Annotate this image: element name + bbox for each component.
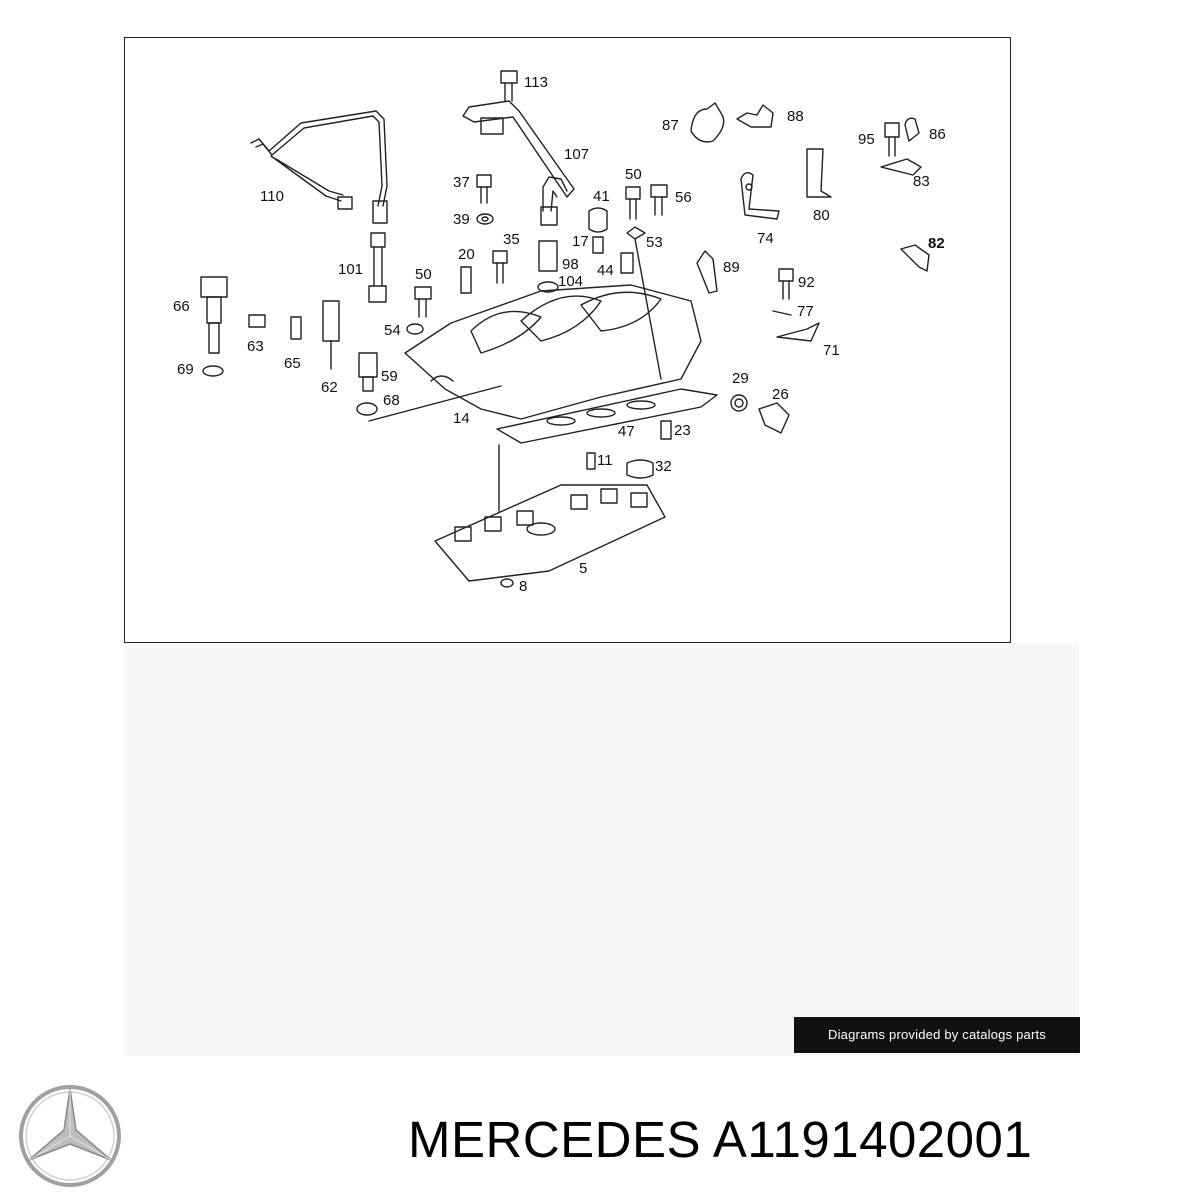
callout-68: 68 [383,392,400,409]
callout-50-top: 50 [625,166,642,183]
callout-101: 101 [338,261,363,278]
callout-39: 39 [453,211,470,228]
intake-manifold-14 [368,284,702,422]
callout-107: 107 [564,146,589,163]
brackets-74-80-82 [740,148,930,272]
parts-diagram: 113 107 87 88 95 86 110 37 50 56 83 39 4… [124,37,1011,643]
clamp-87-88 [690,102,774,143]
callout-82: 82 [928,235,945,252]
callout-86: 86 [929,126,946,143]
callout-66: 66 [173,298,190,315]
sensor-66-washer-69 [200,276,228,377]
callout-23: 23 [674,422,691,439]
gasket-47 [496,388,718,512]
callout-104: 104 [558,273,583,290]
callout-95: 95 [858,131,875,148]
callout-83: 83 [913,173,930,190]
callout-47: 47 [618,423,635,440]
callout-26: 26 [772,386,789,403]
callout-74: 74 [757,230,774,247]
bolts-50-56 [625,184,668,220]
sensor-59-washer-68 [356,352,378,416]
callout-62: 62 [321,379,338,396]
callout-71: 71 [823,342,840,359]
callout-56: 56 [675,189,692,206]
part-63-65-62 [248,300,340,370]
callout-77: 77 [797,303,814,320]
lower-housing-5 [434,484,666,588]
callout-35: 35 [503,231,520,248]
callout-92: 92 [798,274,815,291]
callout-65: 65 [284,355,301,372]
callout-37: 37 [453,174,470,191]
part-title: MERCEDES A1191402001 [408,1111,1033,1168]
callout-8: 8 [519,578,527,595]
diagram-credit-label: Diagrams provided by catalogs parts [794,1017,1080,1053]
callout-88: 88 [787,108,804,125]
callout-11: 11 [597,452,613,469]
callout-80: 80 [813,207,830,224]
callout-14: 14 [453,410,470,427]
callout-63: 63 [247,338,264,355]
callout-50-left: 50 [415,266,432,283]
callout-113: 113 [524,74,548,91]
part-41-17-53 [588,207,662,380]
callout-54: 54 [384,322,401,339]
part-101 [368,232,387,303]
callout-53: 53 [646,234,663,251]
mercedes-star-logo [19,1085,121,1187]
part-20-35-98-104-44 [460,240,634,294]
callout-59: 59 [381,368,398,385]
part-92-77-71 [772,268,820,342]
callout-44: 44 [597,262,614,279]
callout-29: 29 [732,370,749,387]
callout-20: 20 [458,246,475,263]
callout-17: 17 [572,233,589,250]
bolt-50-washer-54 [406,286,432,335]
bolt-37-washer-39 [476,174,494,225]
diagram-shaded-area [124,643,1079,1056]
part-29-26-23 [660,394,790,440]
callout-32: 32 [655,458,672,475]
callout-89: 89 [723,259,740,276]
bracket-89 [696,250,718,294]
callout-87: 87 [662,117,679,134]
callout-41: 41 [593,188,610,205]
part-95-86-83 [880,117,922,176]
callout-69: 69 [177,361,194,378]
diagram-drawing: 113 107 87 88 95 86 110 37 50 56 83 39 4… [173,70,946,595]
part-11-32 [586,452,654,479]
part-113-107 [462,70,575,226]
callout-110: 110 [260,188,284,205]
callout-98: 98 [562,256,579,273]
fuel-line-110 [250,110,388,224]
callout-5: 5 [579,560,587,577]
